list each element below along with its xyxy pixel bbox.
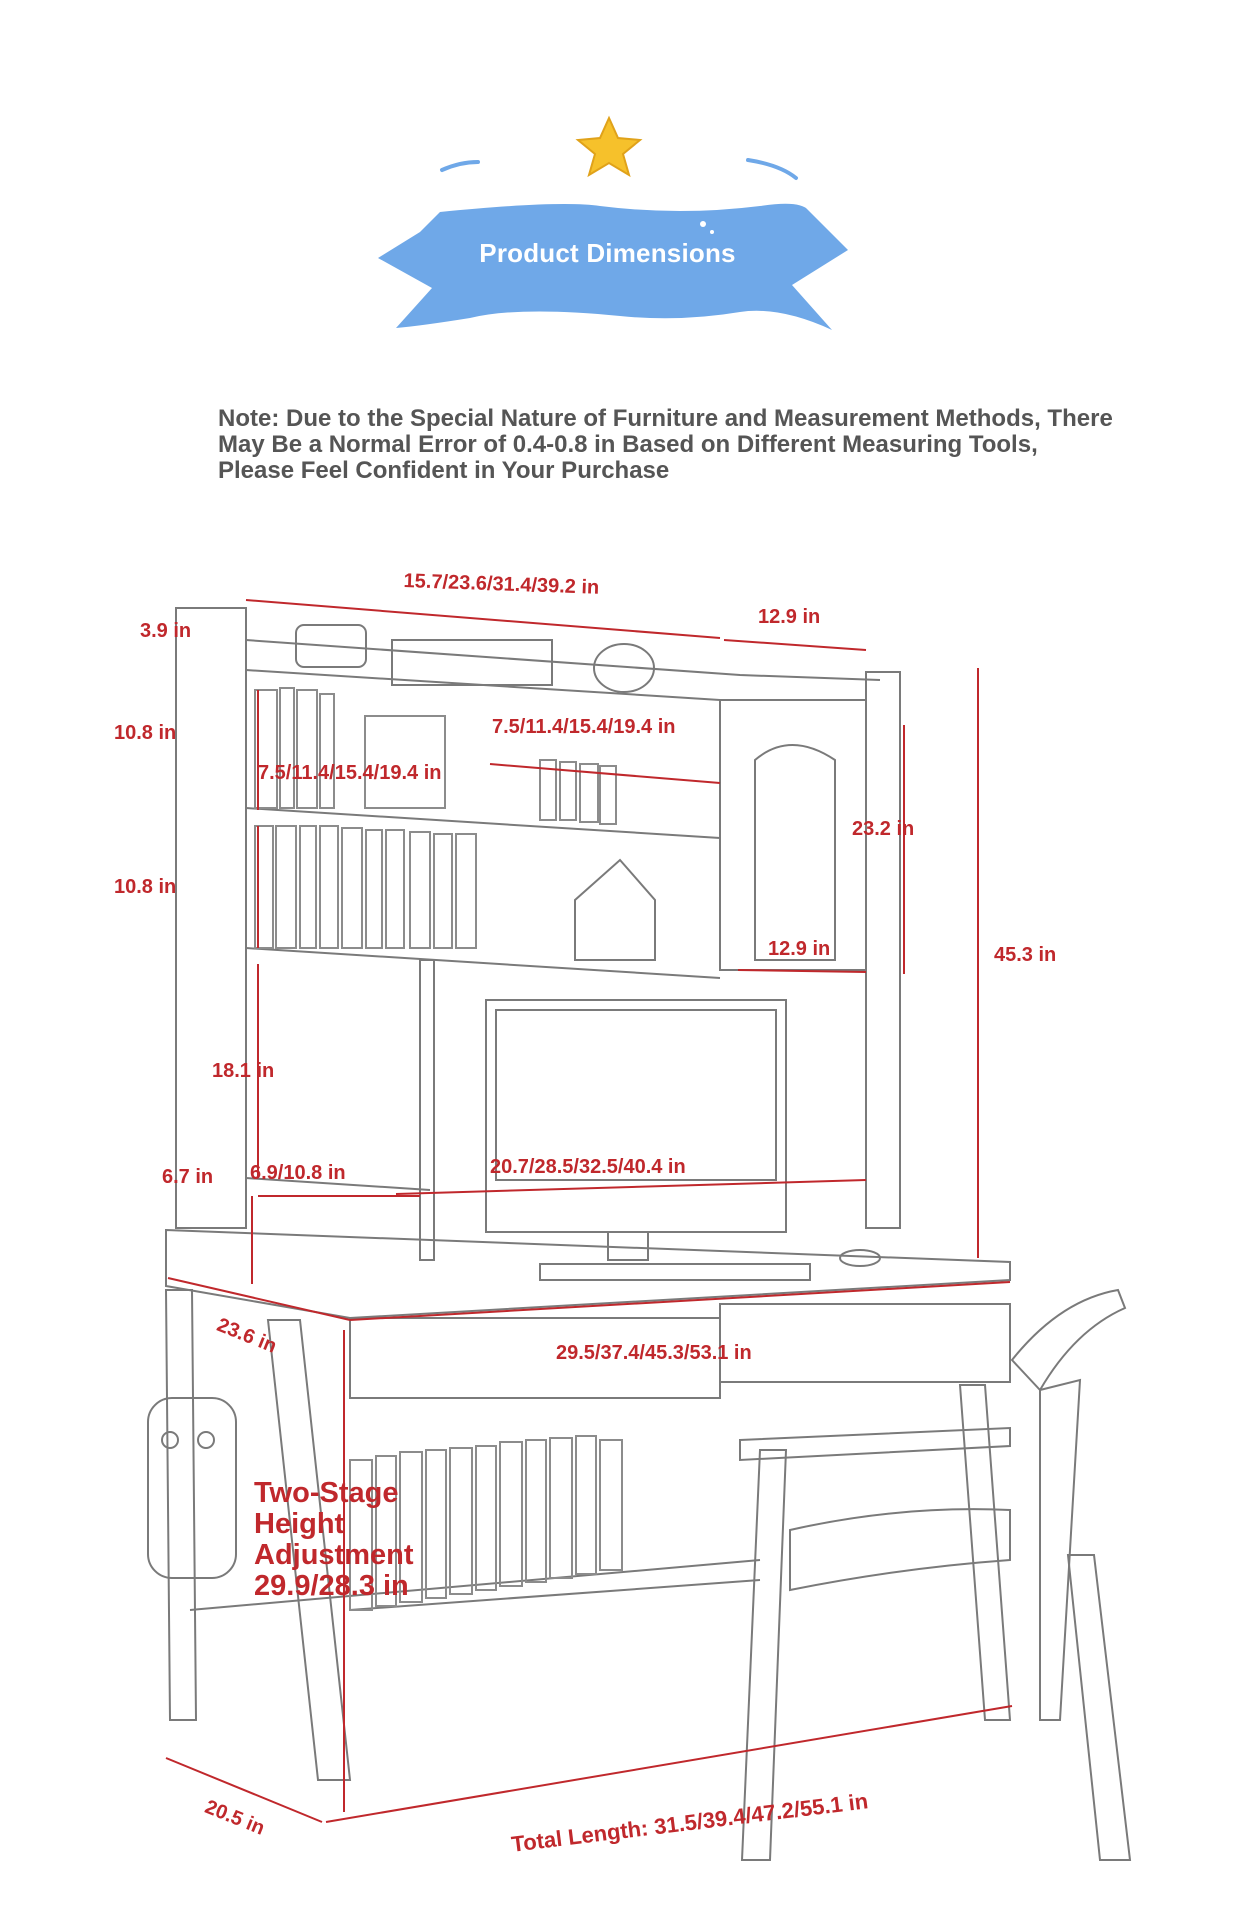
dim-monitor-width: 20.7/28.5/32.5/40.4 in	[490, 1156, 686, 1178]
house-ornament	[574, 858, 656, 961]
note-text: Note: Due to the Special Nature of Furni…	[218, 405, 1113, 484]
mouse	[839, 1249, 881, 1267]
dim-desk-width: 29.5/37.4/45.3/53.1 in	[556, 1342, 752, 1364]
dim-left-shelf-width: 7.5/11.4/15.4/19.4 in	[258, 762, 442, 784]
bottom-shelf-front	[349, 1579, 761, 1611]
dim-line-base-depth	[165, 1757, 323, 1823]
desk-sketch	[147, 607, 1132, 1861]
dim-upper-shelf-width: 7.5/11.4/15.4/19.4 in	[492, 716, 676, 738]
sparkle-icon	[710, 230, 714, 234]
sparkle-icon	[700, 221, 706, 227]
shelf-line	[245, 807, 721, 839]
dim-line-total-length	[325, 1705, 1013, 1823]
chair-back	[1010, 1288, 1127, 1392]
drawer-right	[719, 1303, 1011, 1383]
cabinet-door-arch	[754, 744, 836, 961]
dimension-lines	[165, 599, 1013, 1823]
books-upper	[254, 687, 617, 949]
desk-leg-right	[958, 1384, 1012, 1721]
shelf-line	[245, 1177, 431, 1191]
dim-top-side-depth: 12.9 in	[758, 606, 821, 628]
banner-arc-right	[746, 158, 798, 180]
side-cabinet	[719, 699, 867, 971]
banner-title: Product Dimensions	[479, 238, 736, 268]
hutch-right-post	[865, 671, 901, 1229]
dim-height-adjustment: Two-Stage Height Adjustment 29.9/28.3 in	[254, 1477, 414, 1602]
chair-armrest	[739, 1426, 1011, 1462]
dim-line-desk-depth	[167, 1277, 351, 1321]
dim-total-height: 45.3 in	[994, 944, 1057, 966]
dim-line-monitor-width	[395, 1179, 867, 1195]
dim-line-cabinet-depth	[737, 969, 867, 973]
dim-line-upper-shelf	[489, 763, 721, 784]
dim-side-shelf-width: 6.9/10.8 in	[250, 1162, 346, 1184]
chair-back-post	[1039, 1378, 1082, 1721]
dim-cabinet-depth: 12.9 in	[768, 938, 831, 960]
books-lower	[349, 1435, 623, 1611]
chair-back-leg	[1066, 1554, 1132, 1861]
dim-top-left-height: 3.9 in	[140, 620, 192, 642]
keyboard	[539, 1263, 811, 1281]
banner	[378, 115, 848, 330]
chair	[739, 1288, 1132, 1861]
desk-leg-back-left	[164, 1289, 198, 1721]
shelf-divider	[419, 959, 435, 1261]
dim-gap-height: 6.7 in	[162, 1166, 214, 1188]
ribbon-shape	[378, 203, 848, 330]
monitor-screen	[495, 1009, 777, 1181]
shelf-line	[245, 947, 721, 979]
dim-shelf1-height: 10.8 in	[114, 722, 177, 744]
dim-line-desk-width	[349, 1281, 1011, 1321]
chair-seat	[789, 1508, 1011, 1592]
backpack-eye-icon	[161, 1431, 179, 1449]
desk-leg-front-left	[266, 1319, 352, 1781]
monitor-frame	[485, 999, 787, 1233]
backpack	[147, 1397, 237, 1579]
hutch-top	[245, 639, 881, 681]
hutch-left-post	[175, 607, 247, 1229]
dim-line-top-width	[245, 599, 721, 639]
book-stack-top	[391, 639, 553, 686]
chair-front-leg	[740, 1449, 788, 1861]
dim-cabinet-height: 23.2 in	[852, 818, 915, 840]
planter-left	[295, 624, 367, 668]
dim-shelf2-height: 10.8 in	[114, 876, 177, 898]
dim-line-top-depth	[723, 639, 867, 651]
backpack-eye-icon	[197, 1431, 215, 1449]
dim-side-shelf-height: 18.1 in	[212, 1060, 275, 1082]
planter-right	[593, 643, 655, 693]
star-icon	[575, 115, 643, 178]
banner-arc-left	[440, 160, 480, 172]
desk-top	[165, 1228, 1011, 1320]
